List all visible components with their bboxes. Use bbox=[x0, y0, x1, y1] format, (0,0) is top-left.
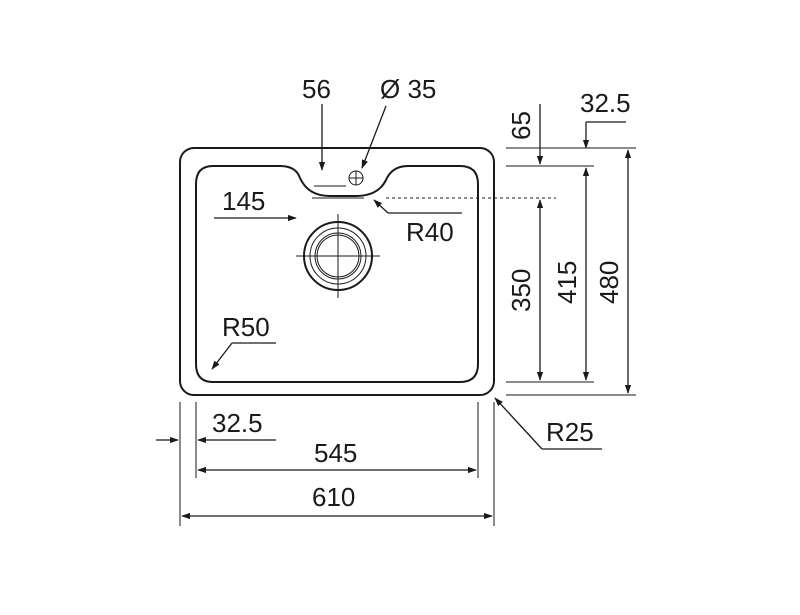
dim-r40-label: R40 bbox=[406, 217, 454, 247]
dim-415-label: 415 bbox=[552, 261, 582, 304]
dim-610-label: 610 bbox=[312, 482, 355, 512]
dim-32-5-top-label: 32.5 bbox=[580, 88, 631, 118]
sink-outer-outline bbox=[179, 147, 495, 396]
dim-diameter-label: Ø 35 bbox=[380, 74, 436, 104]
dim-diameter-leader bbox=[361, 105, 387, 169]
dim-350-label: 350 bbox=[506, 269, 536, 312]
dim-56-label: 56 bbox=[302, 74, 331, 104]
dim-145-label: 145 bbox=[222, 186, 265, 216]
dim-32-5-left-label: 32.5 bbox=[212, 408, 263, 438]
dim-r50-label: R50 bbox=[222, 312, 270, 342]
drain bbox=[296, 214, 380, 298]
dim-480-label: 480 bbox=[594, 261, 624, 304]
dim-r40-leader bbox=[373, 199, 389, 214]
dim-545-label: 545 bbox=[314, 438, 357, 468]
dim-65-label: 65 bbox=[506, 111, 536, 140]
dim-r50-leader bbox=[211, 342, 233, 370]
dim-r25-leader bbox=[494, 397, 543, 450]
sink-bowl-outline bbox=[195, 165, 479, 383]
dim-r25-label: R25 bbox=[546, 417, 594, 447]
